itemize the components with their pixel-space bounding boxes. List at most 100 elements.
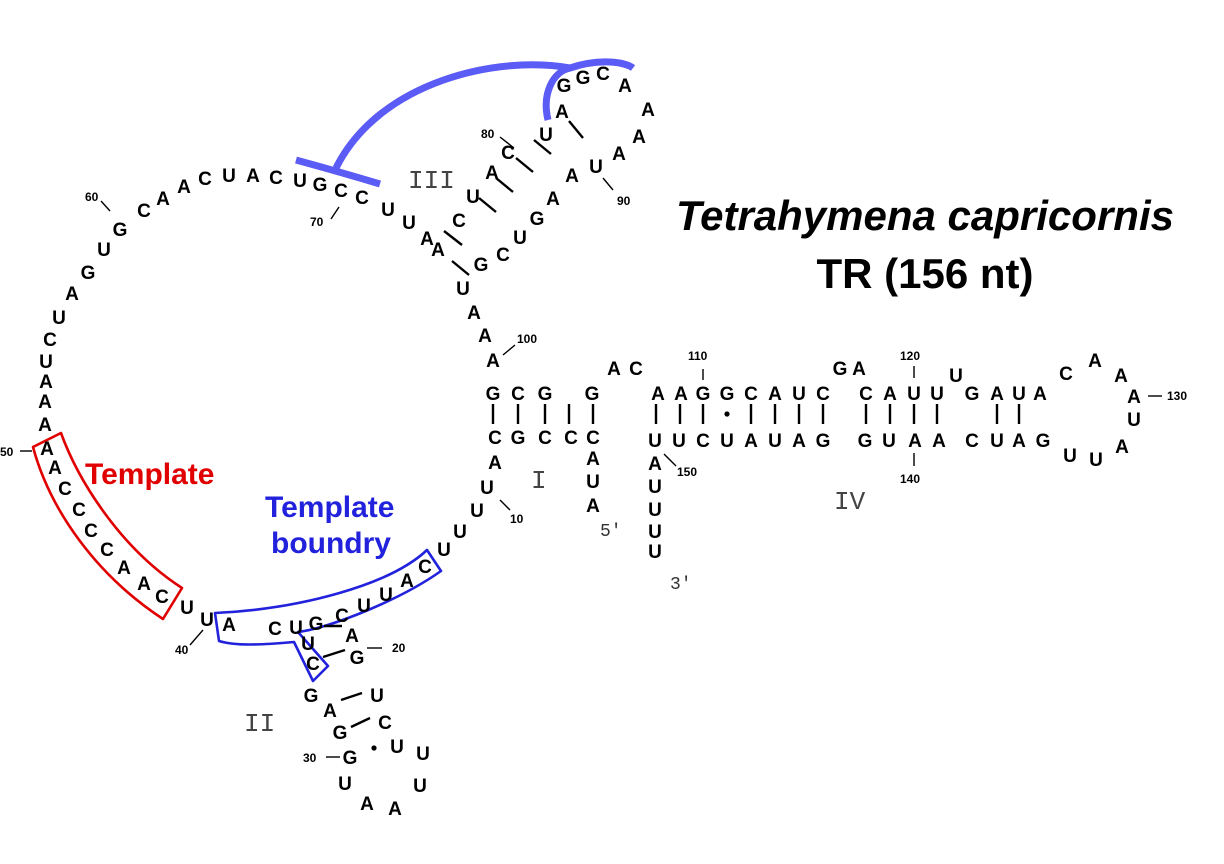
nucleotide: C [452,211,466,232]
nucleotide: A [467,303,481,324]
nucleotide: G [343,748,358,769]
three-prime-end-label: 3' [670,575,692,595]
nucleotide: A [632,127,646,148]
nucleotide: U [357,596,371,617]
nucleotide: C [629,359,643,380]
nucleotide: A [420,229,434,250]
nucleotide: U [1063,446,1077,467]
tick [602,177,614,191]
nucleotide: A [1127,387,1141,408]
gu-pair-dot [724,411,730,417]
nucleotide: A [1088,351,1102,372]
bond [350,716,371,729]
nucleotide: G [965,384,980,405]
nucleotide: C [306,654,320,675]
nucleotide: A [485,163,499,184]
position-number: 130 [1167,389,1187,403]
helix-label-iii: III [408,166,455,196]
bond [443,230,463,246]
nucleotide: U [990,431,1004,452]
nucleotide: A [345,626,359,647]
nucleotide: C [596,64,610,85]
nucleotide: G [304,686,319,707]
nucleotide: A [607,359,621,380]
tick [189,629,204,646]
nucleotide: A [768,384,782,405]
nucleotide: U [907,384,921,405]
nucleotide: G [313,175,328,196]
position-number: 110 [688,349,708,363]
nucleotide: A [586,496,600,517]
nucleotide: U [648,500,662,521]
nucleotide: C [496,245,510,266]
helix-label-iv: IV [834,487,866,517]
nucleotide: A [932,431,946,452]
position-number: 150 [677,465,697,479]
nucleotide: G [557,76,572,97]
tick [330,206,340,220]
nucleotide: A [400,571,414,592]
nucleotide: A [486,351,500,372]
nucleotide: G [486,384,501,405]
helix-label-i: I [531,466,547,496]
nucleotide: A [546,189,560,210]
nucleotide: U [768,431,782,452]
nucleotide: G [350,648,365,669]
tick [499,499,511,511]
nucleotide: U [648,431,662,452]
tick [100,200,111,212]
position-number: 100 [517,332,537,346]
nucleotide: G [113,220,128,241]
nucleotide: A [641,100,655,121]
bond [495,177,514,193]
diagram-title-organism: Tetrahymena capricornis [676,192,1174,239]
nucleotide: C [198,169,212,190]
nucleotide: C [334,181,348,202]
nucleotide: G [530,209,545,230]
nucleotide: A [388,799,402,820]
nucleotide: U [466,187,480,208]
nucleotide: A [990,384,1004,405]
base-pair-bonds [322,120,1021,729]
nucleotide: C [378,713,392,734]
nucleotide: A [65,284,79,305]
nucleotide: U [52,308,66,329]
nucleotide: C [564,428,578,449]
nucleotide: U [381,200,395,221]
nucleotide: A [488,453,502,474]
nucleotide: A [39,372,53,393]
bond [568,120,584,139]
nucleotide: A [883,384,897,405]
nucleotide: C [696,431,710,452]
nucleotide: C [816,384,830,405]
nucleotide: G [474,255,489,276]
position-number: 80 [481,127,495,141]
position-number: 60 [85,190,99,204]
nucleotide: C [355,188,369,209]
nucleotide: A [674,384,688,405]
nucleotide: U [456,279,470,300]
position-number: 20 [392,641,406,655]
nucleotide: G [833,359,848,380]
five-prime-end-label: 5' [600,522,622,542]
nucleotide: C [335,606,349,627]
gu-pair-dot [371,745,377,751]
nucleotide: U [589,157,603,178]
nucleotide: A [478,326,492,347]
nucleotide: U [413,776,427,797]
bond [322,648,346,659]
nucleotide: U [539,125,553,146]
nucleotide: A [323,701,337,722]
nucleotide: C [268,619,282,640]
bond [515,157,534,173]
nucleotide: A [792,431,806,452]
nucleotide: A [38,415,52,436]
nucleotide: A [618,76,632,97]
nucleotide: A [40,439,54,460]
nucleotide: G [538,384,553,405]
position-numbers: 10 20 30 40 50 60 70 80 90 100 110 120 1… [0,127,1187,765]
tick [663,453,677,467]
nucleotide: U [792,384,806,405]
nucleotide: A [222,615,236,636]
